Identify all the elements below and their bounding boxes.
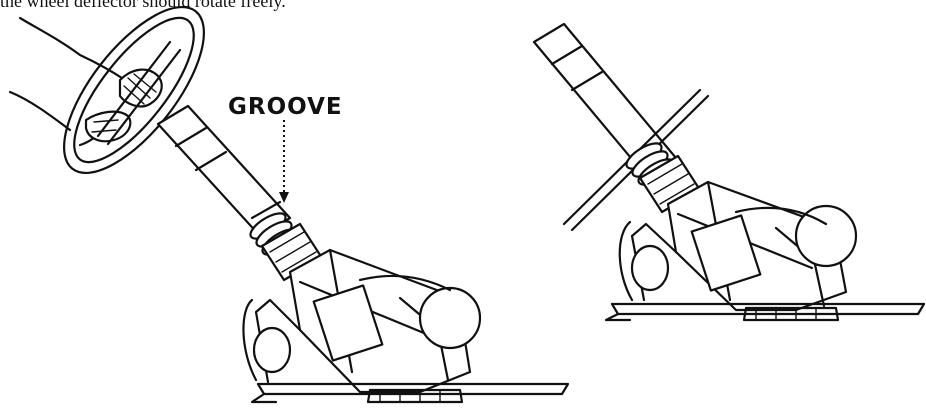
groove-leader-arrow (279, 120, 289, 203)
cleaner-body-left (242, 248, 482, 404)
groove-label: GROOVE (228, 94, 343, 120)
base-plate-right (604, 302, 926, 322)
right-figure (532, 22, 926, 322)
wheel-deflector-left (63, 5, 205, 175)
caption-text: the wheel deflector should rotate freely… (0, 0, 286, 11)
hose-swivel-left (156, 104, 292, 238)
hand-illustration (8, 16, 163, 147)
cleaner-body-right (618, 180, 858, 322)
left-figure (8, 5, 570, 404)
base-plate-left (250, 382, 570, 404)
